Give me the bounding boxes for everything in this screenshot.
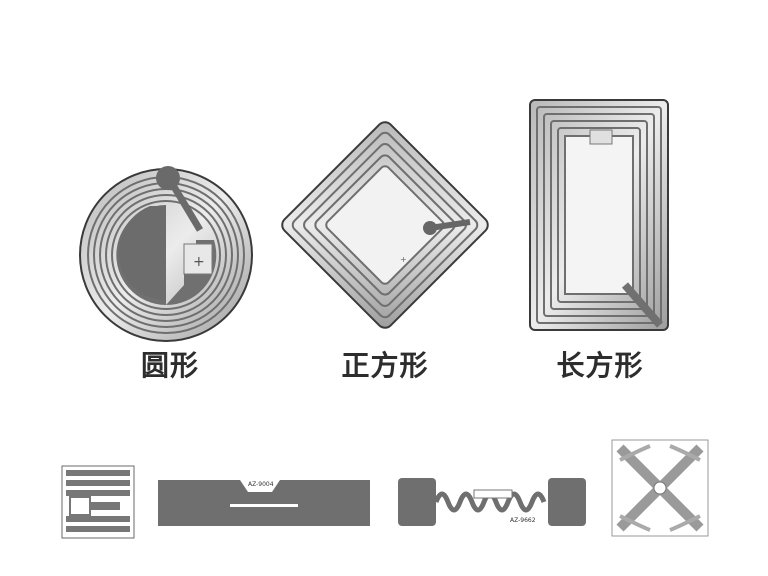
svg-text:AZ-9004: AZ-9004 [248,481,274,488]
svg-text:+: + [400,255,407,264]
inlay-tag-2: AZ-9004 [158,480,370,526]
round-rfid-tag: + [79,166,253,342]
svg-text:AZ-9662: AZ-9662 [510,517,536,524]
round-label: 圆形 [140,349,199,382]
inlay-tag-3: AZ-9662 [398,478,586,526]
svg-text:+: + [193,254,205,270]
inlay-tag-1 [61,465,135,539]
inlay-tag-4 [611,439,709,537]
rectangle-label: 长方形 [556,349,644,382]
square-label: 正方形 [341,349,429,382]
square-rfid-tag: + [281,121,489,329]
rectangle-rfid-tag [529,99,669,331]
